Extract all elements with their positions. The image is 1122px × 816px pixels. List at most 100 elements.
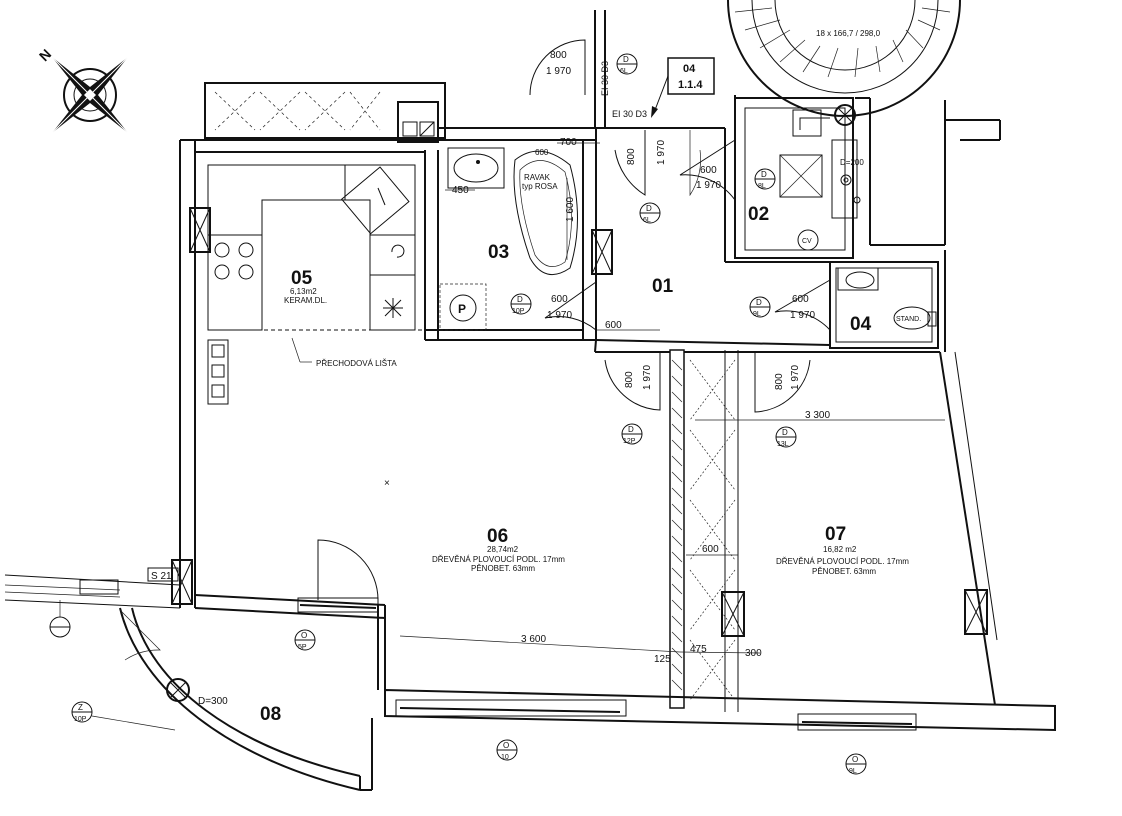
dim-wc2-door-width: 600 [792, 294, 809, 305]
vent-fan-icon [834, 104, 856, 126]
svg-text:9L: 9L [753, 311, 761, 318]
door-marker-6l-hall: D 6L [639, 202, 661, 224]
fire-rating-label-1: EI 30 D3 [600, 61, 610, 96]
room-05-number: 05 [291, 268, 313, 289]
transition-label: PŘECHODOVÁ LIŠTA [316, 359, 397, 368]
room-07-area: 16,82 m2 [823, 545, 857, 554]
cv-label: CV [802, 238, 812, 245]
duct-label: D=200 [840, 158, 864, 167]
window-marker-5p: O 5P [294, 629, 316, 651]
svg-text:5P: 5P [298, 644, 307, 651]
dim-top-door-height: 1 970 [546, 66, 571, 77]
toilet-icon [893, 306, 931, 330]
walls [4, 10, 1056, 791]
window-frames [79, 101, 988, 731]
svg-text:D: D [782, 428, 788, 437]
svg-text:12P: 12P [623, 438, 636, 445]
door-swings [119, 39, 831, 661]
cooktop-icon [214, 242, 254, 280]
room-04-number: 04 [850, 314, 872, 335]
door-marker-8l: D8L [754, 168, 776, 190]
section-mark [147, 567, 179, 582]
dim-12-door-height: 1 970 [642, 365, 653, 390]
dim-13-door-height: 1 970 [790, 365, 801, 390]
dim-12-door-width: 800 [624, 371, 635, 388]
dim-13-door-width: 800 [774, 373, 785, 390]
dim-3300: 3 300 [805, 410, 830, 421]
bathtub-icon [513, 150, 578, 276]
dim-1600: 1 600 [565, 197, 576, 222]
north-label: N [36, 46, 54, 64]
dim-125: 125 [654, 654, 671, 665]
dim-bath-door-height: 1 970 [547, 310, 572, 321]
dim-450: 450 [452, 185, 469, 196]
window-marker-10p: Z 10P [71, 701, 93, 723]
room-06-number: 06 [487, 526, 508, 547]
room-06-screed: PĚNOBET. 63mm [471, 564, 535, 573]
room-03-number: 03 [488, 242, 509, 263]
standpipe-label: STAND. [896, 316, 921, 323]
vent-circle-icon [166, 678, 190, 702]
washbasin-icon [453, 153, 499, 183]
window-marker-9l: O 9L [845, 753, 867, 775]
door-marker-9l: D 9L [749, 296, 771, 318]
svg-text:D: D [623, 55, 629, 64]
room-01-number: 01 [652, 276, 674, 297]
svg-text:O: O [301, 631, 307, 640]
section-label: S 21 [151, 571, 172, 582]
dim-wc-door-height: 1 970 [696, 180, 721, 191]
svg-text:O: O [503, 741, 509, 750]
room-07-screed: PĚNOBET. 63mm [812, 567, 876, 576]
room-06-area: 28,74m2 [487, 545, 519, 554]
sink-icon [341, 166, 410, 235]
dishwasher-icon [391, 244, 405, 258]
dim-3600: 3 600 [521, 634, 546, 645]
door-marker-6l-top: D 6L [616, 53, 638, 75]
dim-600-c: 600 [702, 544, 719, 555]
svg-text:D: D [646, 204, 652, 213]
dim-600-b: 600 [605, 320, 622, 331]
dim-hall-door-height: 1 970 [656, 140, 667, 165]
svg-text:10P: 10P [74, 716, 87, 723]
room-05-area: 6,13m2 [290, 287, 317, 296]
dim-475: 475 [690, 644, 707, 655]
svg-text:O: O [852, 755, 858, 764]
dimension-lines [399, 142, 945, 654]
dim-bath-door-width: 600 [551, 294, 568, 305]
wc-fixtures: CV D=200 STAND. [779, 104, 937, 330]
center-mark: × [384, 478, 390, 489]
dim-600-a: 600 [535, 148, 549, 157]
svg-text:6L: 6L [643, 217, 651, 224]
callout-line2: 1.1.4 [678, 79, 703, 91]
dim-700: 700 [560, 137, 577, 148]
washbasin-small-icon [845, 271, 875, 289]
boiler-label: P [458, 302, 466, 316]
stair-label: 18 x 166,7 / 298,0 [816, 29, 881, 38]
svg-text:13L: 13L [777, 441, 789, 448]
fire-rating-label-2: EI 30 D3 [612, 109, 647, 119]
room-07-number: 07 [825, 524, 846, 545]
vent-label: D=300 [198, 696, 228, 707]
door-marker-10p: D 10P [510, 293, 532, 315]
svg-text:Z: Z [78, 703, 83, 712]
room-06-floor: DŘEVĚNÁ PLOVOUCÍ PODL. 17mm [432, 555, 565, 564]
door-marker-13l: D 13L [775, 426, 797, 448]
svg-text:D: D [756, 298, 762, 307]
north-arrow-icon [51, 56, 129, 134]
svg-text:6L: 6L [620, 68, 628, 75]
svg-text:8L: 8L [758, 183, 766, 190]
callout-line1: 04 [683, 63, 696, 75]
svg-text:9L: 9L [849, 768, 857, 775]
bathroom-fixtures: P [439, 147, 578, 331]
dim-top-door-width: 800 [550, 50, 567, 61]
room-02-number: 02 [748, 204, 769, 225]
svg-text:D: D [517, 295, 523, 304]
room-05-floor: KERAM.DL. [284, 296, 327, 305]
dim-hall-door-width: 800 [626, 148, 637, 165]
window-marker-10: O10 [496, 739, 518, 761]
boiler-icon [449, 294, 477, 322]
room-08-number: 08 [260, 704, 281, 725]
svg-text:10P: 10P [512, 308, 525, 315]
dim-wc2-door-height: 1 970 [790, 310, 815, 321]
